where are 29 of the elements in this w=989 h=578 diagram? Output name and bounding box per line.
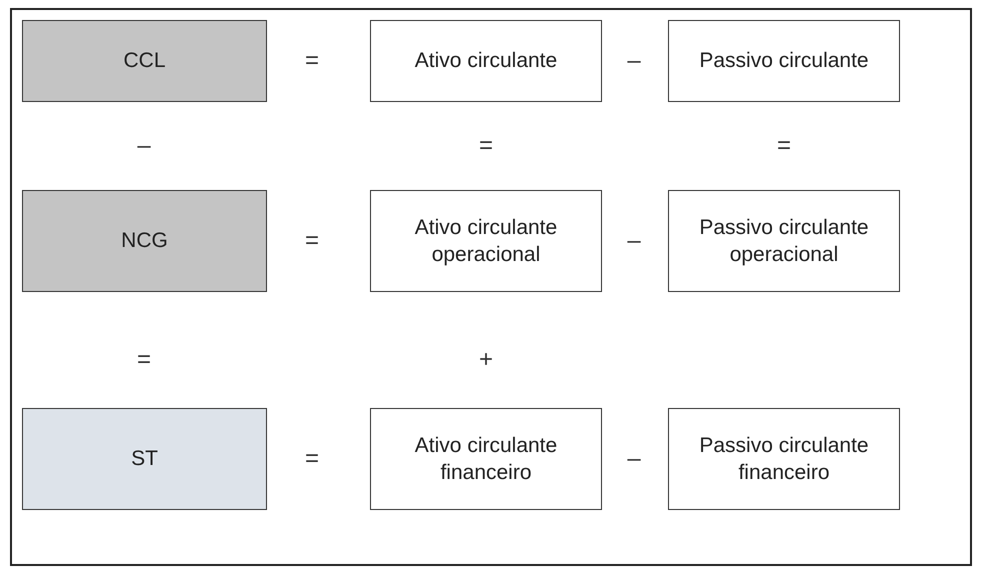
text-box — [668, 190, 900, 292]
operator-symbol: = — [777, 134, 791, 158]
operator-symbol: = — [305, 49, 319, 73]
shaded-box — [22, 190, 267, 292]
operator-symbol: = — [137, 348, 151, 372]
box-label: Passivo circulante operacional — [698, 214, 870, 268]
operator-symbol: = — [305, 229, 319, 253]
text-box — [668, 20, 900, 102]
text-box — [370, 408, 602, 510]
shaded-box — [22, 20, 267, 102]
operator-symbol: – — [627, 447, 641, 471]
text-box — [370, 190, 602, 292]
box-label: Passivo circulante — [699, 48, 869, 74]
operator-symbol: – — [137, 134, 151, 158]
text-box — [668, 408, 900, 510]
operator-symbol: + — [479, 348, 493, 372]
operator-symbol: – — [627, 49, 641, 73]
box-label: ST — [131, 446, 158, 472]
box-label: Ativo circulante — [414, 48, 558, 74]
operator-symbol: = — [479, 134, 493, 158]
box-label: Ativo circulante financeiro — [414, 432, 558, 486]
text-box — [370, 20, 602, 102]
operator-symbol: – — [627, 229, 641, 253]
box-label: Ativo circulante operacional — [414, 214, 558, 268]
box-label: NCG — [121, 228, 168, 254]
operator-symbol: = — [305, 447, 319, 471]
box-label: CCL — [123, 48, 166, 74]
box-label: Passivo circulante financeiro — [698, 432, 870, 486]
shaded-box — [22, 408, 267, 510]
